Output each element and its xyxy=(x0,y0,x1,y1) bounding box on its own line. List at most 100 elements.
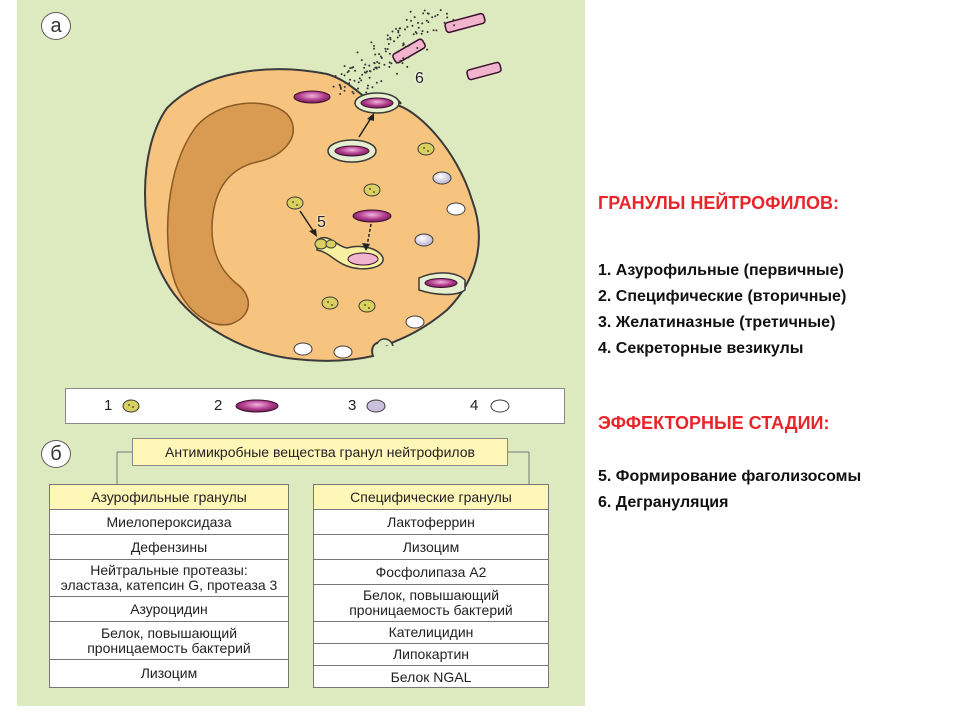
content-dot xyxy=(393,40,395,43)
content-dot xyxy=(398,27,401,30)
specific-granule xyxy=(424,278,458,288)
content-dot xyxy=(405,18,408,21)
content-dot xyxy=(374,53,377,56)
content-dot xyxy=(427,21,430,24)
azurophilic-granule xyxy=(286,196,304,210)
stage-item-5: 5. Формирование фаголизосомы xyxy=(598,468,862,485)
content-dot xyxy=(434,15,437,18)
content-dot xyxy=(370,41,373,44)
content-dot xyxy=(368,64,371,67)
content-dot xyxy=(409,10,412,13)
table-row: Липокартин xyxy=(314,644,548,666)
content-dot xyxy=(365,91,368,94)
content-dot xyxy=(346,71,349,74)
content-dot xyxy=(397,29,400,32)
content-dot xyxy=(396,72,398,75)
content-dot xyxy=(338,83,341,86)
content-dot xyxy=(343,65,346,68)
content-dot xyxy=(402,42,405,45)
label-five: 5 xyxy=(317,214,326,231)
content-dot xyxy=(339,86,342,89)
granule-item-3: 3. Желатиназные (третичные) xyxy=(598,314,836,331)
content-dot xyxy=(391,30,394,33)
content-dot xyxy=(388,52,391,55)
content-dot xyxy=(436,13,439,16)
stages-list: 5. Формирование фаголизосомы 6. Дегранул… xyxy=(598,464,861,516)
content-dot xyxy=(375,81,378,84)
content-dot xyxy=(446,16,449,19)
content-dot xyxy=(453,24,456,27)
content-dot xyxy=(388,61,391,64)
content-dot xyxy=(427,12,430,15)
content-dot xyxy=(420,32,423,35)
content-dot xyxy=(389,36,392,39)
table-row: Нейтральные протеазы: эластаза, катепсин… xyxy=(50,560,288,597)
content-dot xyxy=(366,70,368,73)
content-dot xyxy=(406,65,409,68)
gelatinase-granule xyxy=(414,233,434,247)
table-row: Белок, повышающий проницаемость бактерий xyxy=(314,585,548,622)
content-dot xyxy=(356,51,359,54)
content-dot xyxy=(422,12,425,15)
content-dot xyxy=(363,71,366,74)
content-dot xyxy=(332,85,335,88)
content-dot xyxy=(380,57,383,59)
content-dot xyxy=(397,50,400,53)
content-dot xyxy=(368,70,371,72)
content-dot xyxy=(376,61,379,63)
content-dot xyxy=(386,34,389,37)
figure-panel: а xyxy=(17,0,585,706)
content-dot xyxy=(413,16,416,19)
azurophilic-granule xyxy=(417,142,435,156)
granule-item-2: 2. Специфические (вторичные) xyxy=(598,288,847,305)
content-dot xyxy=(395,61,398,64)
content-dot xyxy=(344,81,347,84)
stage-item-6: 6. Дегрануляция xyxy=(598,494,729,511)
panel-b-label: б xyxy=(41,440,71,468)
content-dot xyxy=(417,26,420,29)
content-dot xyxy=(347,70,350,72)
legend-gelatinase-icon xyxy=(366,399,386,413)
content-dot xyxy=(380,80,383,83)
granules-heading: ГРАНУЛЫ НЕЙТРОФИЛОВ: xyxy=(598,193,840,213)
content-dot xyxy=(389,38,392,41)
stages-section: ЭФФЕКТОРНЫЕ СТАДИИ: xyxy=(598,413,829,434)
table-row: Лактоферрин xyxy=(314,510,548,535)
content-dot xyxy=(417,21,419,24)
content-dot xyxy=(349,78,352,81)
content-dot xyxy=(364,63,367,66)
content-dot xyxy=(343,85,346,88)
legend-num-3: 3 xyxy=(348,397,357,414)
content-dot xyxy=(378,66,381,69)
granules-section: ГРАНУЛЫ НЕЙТРОФИЛОВ: xyxy=(598,193,839,214)
azurophilic-granule xyxy=(321,296,339,310)
content-dot xyxy=(423,9,426,12)
content-dot xyxy=(343,74,346,77)
content-dot xyxy=(384,50,387,53)
table-row: Дефензины xyxy=(50,535,288,560)
content-dot xyxy=(373,62,376,65)
table-row: Лизоцим xyxy=(140,665,198,681)
content-dot xyxy=(368,76,371,79)
specific-granule xyxy=(334,145,370,157)
content-dot xyxy=(406,25,409,28)
granule-dots xyxy=(292,147,429,309)
content-dot xyxy=(399,59,402,62)
content-dot xyxy=(375,67,378,70)
content-dot xyxy=(421,30,424,33)
content-dot xyxy=(402,57,405,60)
content-dot xyxy=(452,18,455,21)
legend-vesicle-icon xyxy=(490,399,510,413)
content-dot xyxy=(339,93,342,95)
content-dot xyxy=(366,87,369,90)
specific-granule xyxy=(352,209,392,223)
content-dot xyxy=(358,77,361,80)
content-dot xyxy=(439,9,442,12)
table-header: Азурофильные гранулы xyxy=(50,485,288,510)
content-dot xyxy=(435,29,438,32)
content-dot xyxy=(340,87,342,90)
content-dot xyxy=(395,27,397,30)
content-dot xyxy=(404,28,406,31)
content-dot xyxy=(426,48,429,51)
